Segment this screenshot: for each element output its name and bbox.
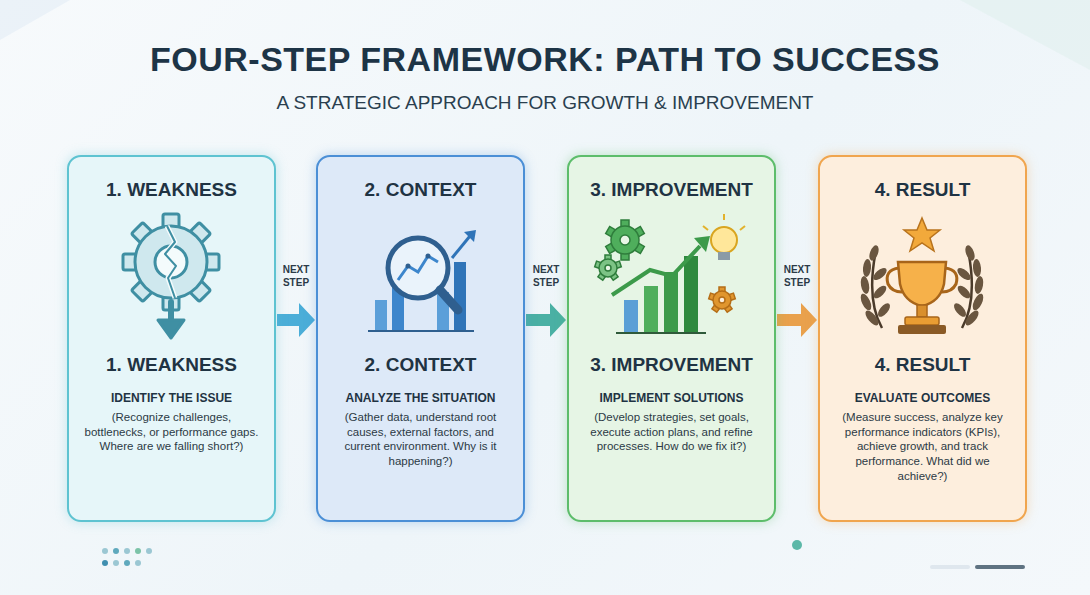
arrow-shape [277, 303, 315, 337]
step-heading: 4. RESULT [875, 354, 971, 377]
next-step-arrow [526, 303, 566, 337]
step-description: (Measure success, analyze key performanc… [832, 410, 1013, 485]
arrow-shape [777, 303, 817, 337]
analysis-icon [368, 230, 476, 331]
next-step-arrow [277, 303, 315, 337]
broken-gear-icon [123, 214, 219, 338]
step-description: (Recognize challenges, bottlenecks, or p… [81, 410, 262, 455]
step-description: (Gather data, understand root causes, ex… [330, 410, 511, 470]
step-heading: 2. CONTEXT [365, 354, 477, 377]
next-step-label: NEXT STEP [527, 264, 565, 289]
step-subheading: IMPLEMENT SOLUTIONS [600, 391, 744, 405]
diagram-subtitle: A STRATEGIC APPROACH FOR GROWTH & IMPROV… [0, 92, 1090, 114]
diagram-title: FOUR-STEP FRAMEWORK: PATH TO SUCCESS [0, 40, 1090, 79]
next-step-label: NEXT STEP [278, 264, 314, 289]
step-heading: 1. WEAKNESS [106, 179, 237, 202]
trophy-icon [859, 218, 986, 334]
step-heading: 2. CONTEXT [365, 179, 477, 202]
arrow-shape [526, 303, 566, 337]
step-subheading: EVALUATE OUTCOMES [855, 391, 991, 405]
step-heading: 1. WEAKNESS [106, 354, 237, 377]
next-step-arrow [777, 303, 817, 337]
step-card: 4. RESULT 4. RESULT EVALUATE OUTCOMES (Meas… [818, 155, 1027, 522]
step-description: (Develop strategies, set goals, execute … [581, 410, 762, 455]
step-subheading: ANALYZE THE SITUATION [345, 391, 495, 405]
next-step-label: NEXT STEP [778, 264, 816, 289]
step-card: 2. CONTEXT 2. CONTEXT ANALYZE THE SITUATIO… [316, 155, 525, 522]
step-subheading: IDENTIFY THE ISSUE [111, 391, 232, 405]
step-card: 3. IMPROVEMENT 3. IMPROVEMENT IMPLEMENT SO… [567, 155, 776, 522]
step-heading: 4. RESULT [875, 179, 971, 202]
step-heading: 3. IMPROVEMENT [590, 354, 753, 377]
step-heading: 3. IMPROVEMENT [590, 179, 753, 202]
improvement-icon [595, 214, 745, 333]
